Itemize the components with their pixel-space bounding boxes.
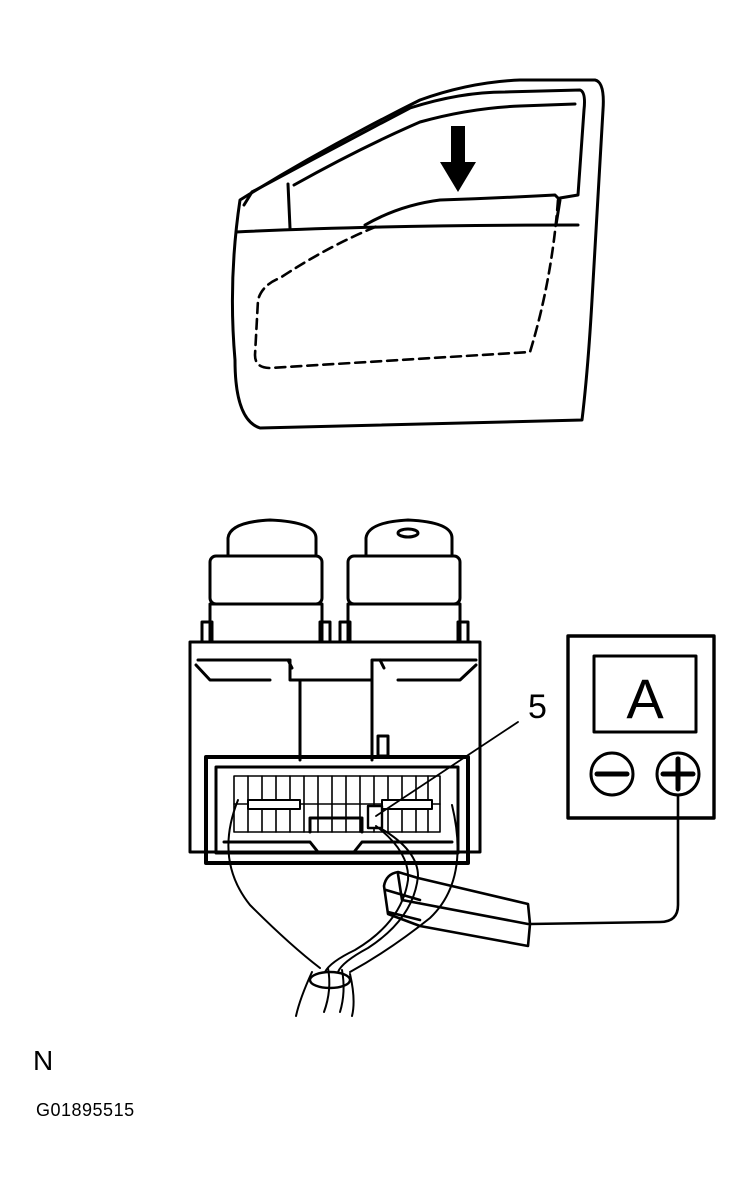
terminal-callout: 5 (375, 688, 547, 817)
switch-knob-right (338, 518, 470, 644)
window-pillar (242, 182, 292, 230)
figure-code: G01895515 (36, 1100, 135, 1120)
hidden-glass-outline (253, 198, 560, 370)
window-frame-inner (292, 102, 577, 187)
terminal-number-label: 5 (528, 688, 547, 726)
plus-icon (655, 751, 701, 797)
car-door (230, 78, 605, 430)
window-frame (250, 88, 586, 200)
ammeter-symbol: A (626, 667, 664, 730)
ammeter: A (566, 634, 716, 820)
belt-line (234, 223, 580, 234)
ammeter-lead (528, 793, 680, 926)
view-letter: N (33, 1045, 54, 1076)
test-probe (382, 870, 532, 948)
door-outline (230, 78, 605, 430)
ammeter-display (592, 654, 698, 734)
switch-connector (204, 755, 470, 865)
window-glass-edge (363, 193, 562, 227)
wire-harness (227, 799, 459, 1017)
arrow-down-icon (440, 126, 476, 192)
minus-icon (589, 751, 635, 797)
switch-knob-left (200, 518, 332, 644)
terminal-5-pin (366, 804, 384, 830)
